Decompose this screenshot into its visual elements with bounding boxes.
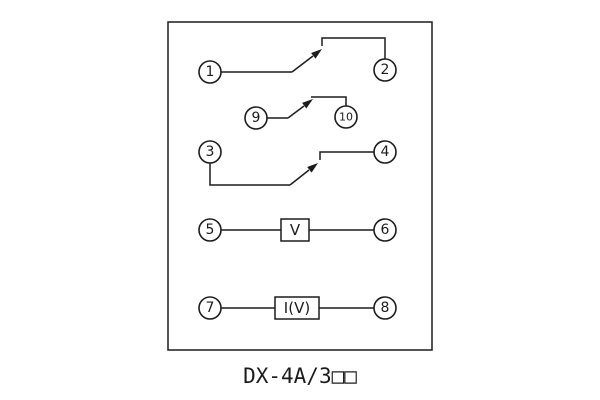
terminal-2 [373,58,397,82]
contact-blade-1-2 [291,55,314,73]
current-voltage-coil-label: I(V) [284,299,310,317]
terminal-8-label: 8 [381,300,390,316]
terminal-5-label: 5 [206,222,215,238]
terminal-5 [198,218,222,242]
terminal-8 [373,296,397,320]
contact-blade-9-10 [287,105,305,119]
wire-terminal10-lead [311,96,347,106]
terminal-9-label: 9 [252,110,261,126]
terminal-1-label: 1 [206,64,215,80]
terminal-10-label: 10 [339,111,353,124]
terminal-3-label: 3 [206,144,215,160]
terminal-4 [373,140,397,164]
terminal-4-label: 4 [381,144,390,160]
contact-blade-3-4 [289,169,310,186]
moving-contact-arrow-9-10 [302,99,313,109]
terminal-9 [244,106,268,130]
wire-terminal3-lead [209,163,290,186]
diagram-border [167,21,433,351]
terminal-7-label: 7 [206,300,215,316]
terminal-7 [198,296,222,320]
moving-contact-arrow-1-2 [311,49,322,59]
terminal-10 [334,105,358,129]
wire-terminal2-lead [321,37,386,59]
terminal-6-label: 6 [381,222,390,238]
terminal-3 [198,140,222,164]
terminal-6 [373,218,397,242]
wire-terminal4-lead [319,151,374,160]
terminal-1 [198,60,222,84]
model-caption: DX-4A/3□□ [243,364,357,388]
voltage-coil-label: V [290,221,301,239]
moving-contact-arrow-3-4 [307,163,318,173]
terminal-2-label: 2 [381,62,390,78]
